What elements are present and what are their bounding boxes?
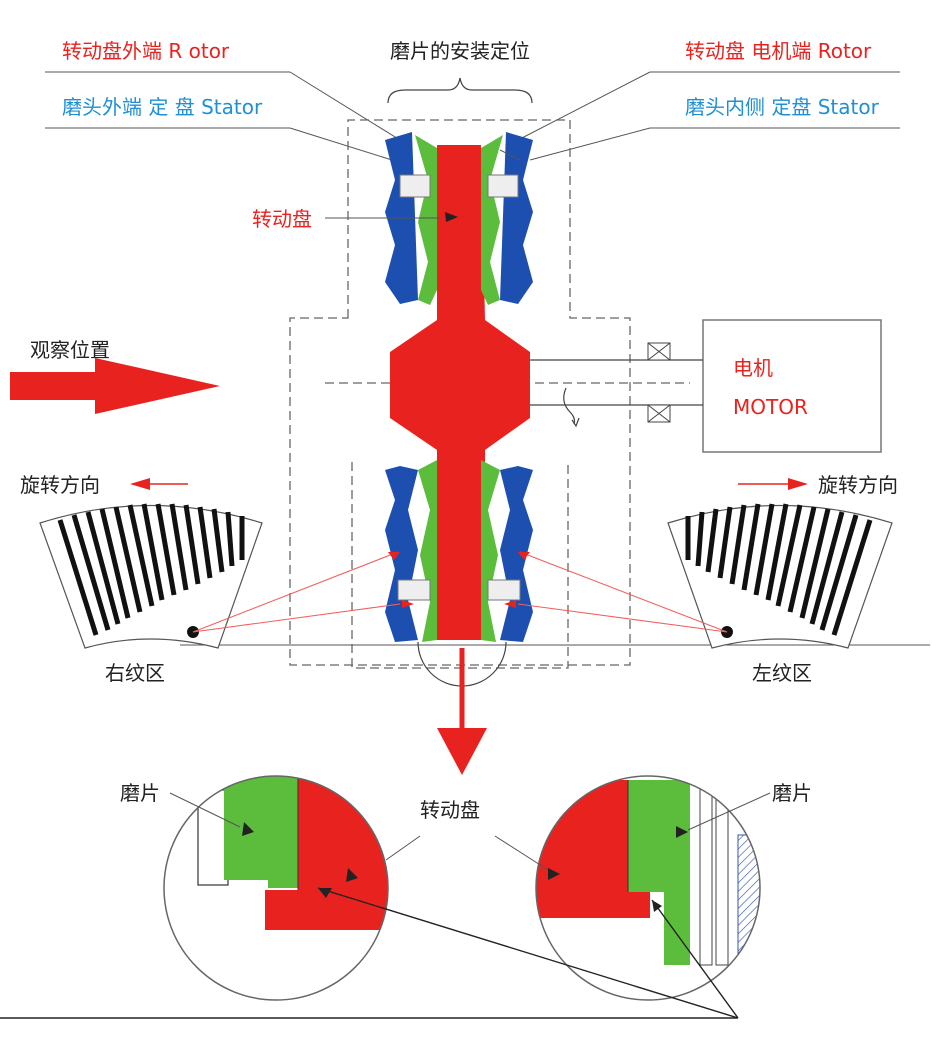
pad-right-label: 磨片 (772, 781, 812, 805)
left-texture-label: 左纹区 (752, 661, 812, 685)
housing-outline (289, 119, 631, 666)
right-texture-label: 右纹区 (105, 661, 165, 685)
rotor-disc-label: 转动盘 (252, 207, 312, 231)
top-guide-lines (45, 71, 900, 129)
motor-cn-label: 电机 (733, 356, 773, 380)
motor-en-label: MOTOR (733, 395, 808, 419)
stator-outer-label: 磨头外端 定 盘 Stator (62, 95, 263, 119)
rotation-left-label: 旋转方向 (20, 473, 100, 497)
rotor-outer-label: 转动盘外端 R otor (62, 39, 230, 63)
rotation-right-label: 旋转方向 (818, 473, 898, 497)
stator-inner-label: 磨头内侧 定盘 Stator (685, 95, 880, 119)
texture-pointer-lines (192, 551, 728, 633)
shaft (520, 342, 703, 428)
detail-down-arrow (437, 648, 487, 775)
rotation-right-arrow (738, 478, 808, 490)
pad-left-label: 磨片 (120, 781, 160, 805)
observe-arrow (10, 358, 220, 414)
lower-disc-stack (385, 460, 533, 642)
rotor-motor-end-label: 转动盘 电机端 Rotor (685, 39, 872, 63)
observe-position-label: 观察位置 (30, 338, 110, 362)
left-texture-fan (667, 503, 893, 649)
converging-pointer-lines (317, 887, 739, 1019)
pad-position-brace (387, 77, 533, 104)
rotation-left-arrow (130, 478, 188, 490)
top-leaders (289, 71, 651, 161)
rotor-detail-label: 转动盘 (420, 798, 480, 822)
right-texture-fan (39, 503, 263, 649)
rotor-core (390, 145, 530, 640)
left-detail-circle (163, 775, 389, 1001)
motor-box (702, 319, 882, 453)
pad-position-label: 磨片的安装定位 (390, 39, 530, 63)
